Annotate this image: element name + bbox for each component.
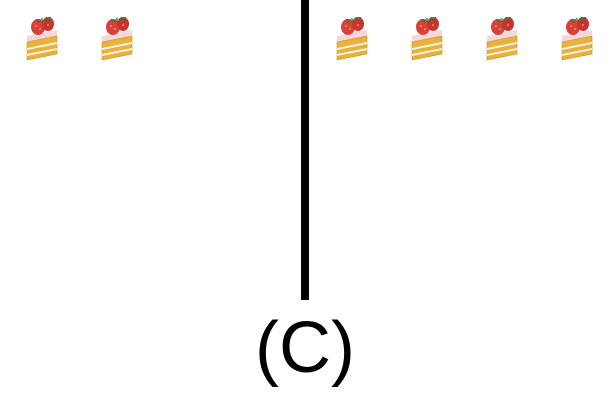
strawberry-cake-slice-icon	[24, 14, 60, 64]
strawberry-cake-slice-icon	[409, 14, 445, 64]
center-divider	[301, 0, 309, 300]
right-panel	[309, 0, 610, 300]
strawberry-cake-slice-icon	[334, 14, 370, 64]
strawberry-cake-slice-icon	[484, 14, 520, 64]
strawberry-cake-slice-icon	[99, 14, 135, 64]
strawberry-cake-slice-icon	[559, 14, 595, 64]
left-panel	[0, 0, 301, 300]
option-label: (C)	[255, 308, 355, 388]
